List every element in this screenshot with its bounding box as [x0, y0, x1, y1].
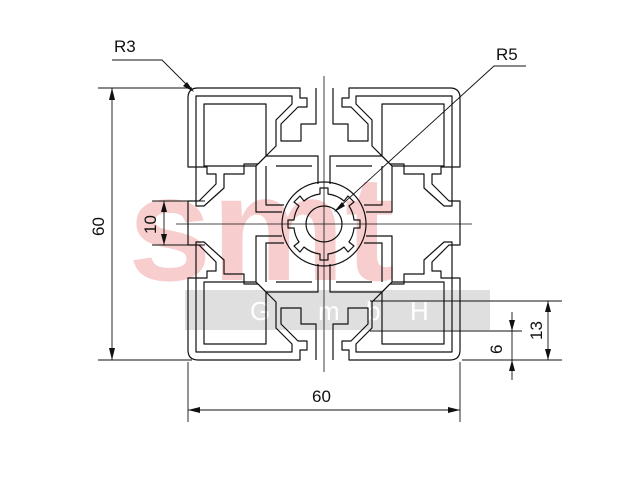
web-diagonal-tl [255, 155, 319, 213]
core-splined-bore [287, 187, 361, 261]
watermark-band [185, 290, 490, 330]
arrow-width-right [448, 407, 460, 413]
profile-outer-contour [187, 87, 317, 361]
watermark-logo: smt G m b H [128, 144, 490, 330]
arrow-slot-bottom [161, 234, 167, 245]
arrow-depth-top [545, 301, 551, 312]
watermark-sub-3: b [366, 296, 382, 326]
arrow-r5 [334, 202, 345, 212]
arrow-wall-top [509, 320, 515, 331]
label-wall-thickness: 6 [487, 345, 506, 354]
arrow-height-bottom [109, 348, 115, 360]
corner-chamber-top-left [203, 103, 267, 167]
web-diagonal-tr [329, 155, 393, 213]
profile-outer-contour-right [332, 87, 461, 361]
arrow-depth-bottom [545, 349, 551, 360]
profile-inner-outline-bl [195, 241, 293, 353]
corner-chamber-bottom-right [381, 281, 445, 345]
label-width: 60 [312, 387, 331, 406]
label-height: 60 [89, 217, 108, 236]
label-center-radius: R5 [496, 45, 518, 64]
web-inner-tl [265, 165, 312, 206]
profile-inner-outline-tr [355, 95, 453, 207]
corner-chamber-top-right [381, 103, 445, 167]
profile-inner-outline-br [355, 241, 453, 353]
arrow-r3 [183, 82, 194, 92]
profile-inner-outline [195, 95, 293, 207]
watermark-sub-4: H [410, 296, 431, 326]
leader-r3 [112, 59, 193, 91]
label-corner-radius: R3 [114, 37, 136, 56]
arrow-width-left [188, 407, 200, 413]
watermark-logo-text: smt [128, 144, 395, 312]
web-diagonal-br [329, 235, 393, 293]
web-inner-br [336, 242, 383, 283]
web-inner-bl [265, 242, 312, 283]
web-inner-tr [336, 165, 383, 206]
label-slot-depth: 13 [527, 321, 546, 340]
watermark-sub-1: G [250, 296, 272, 326]
arrow-height-top [109, 88, 115, 100]
arrow-wall-bottom [509, 360, 515, 371]
web-diagonal-bl [255, 235, 319, 293]
corner-chamber-bottom-left [203, 281, 267, 345]
label-slot-width: 10 [141, 215, 160, 234]
watermark-sub-2: m [318, 296, 342, 326]
leader-r5 [335, 65, 526, 211]
arrow-slot-top [161, 201, 167, 212]
